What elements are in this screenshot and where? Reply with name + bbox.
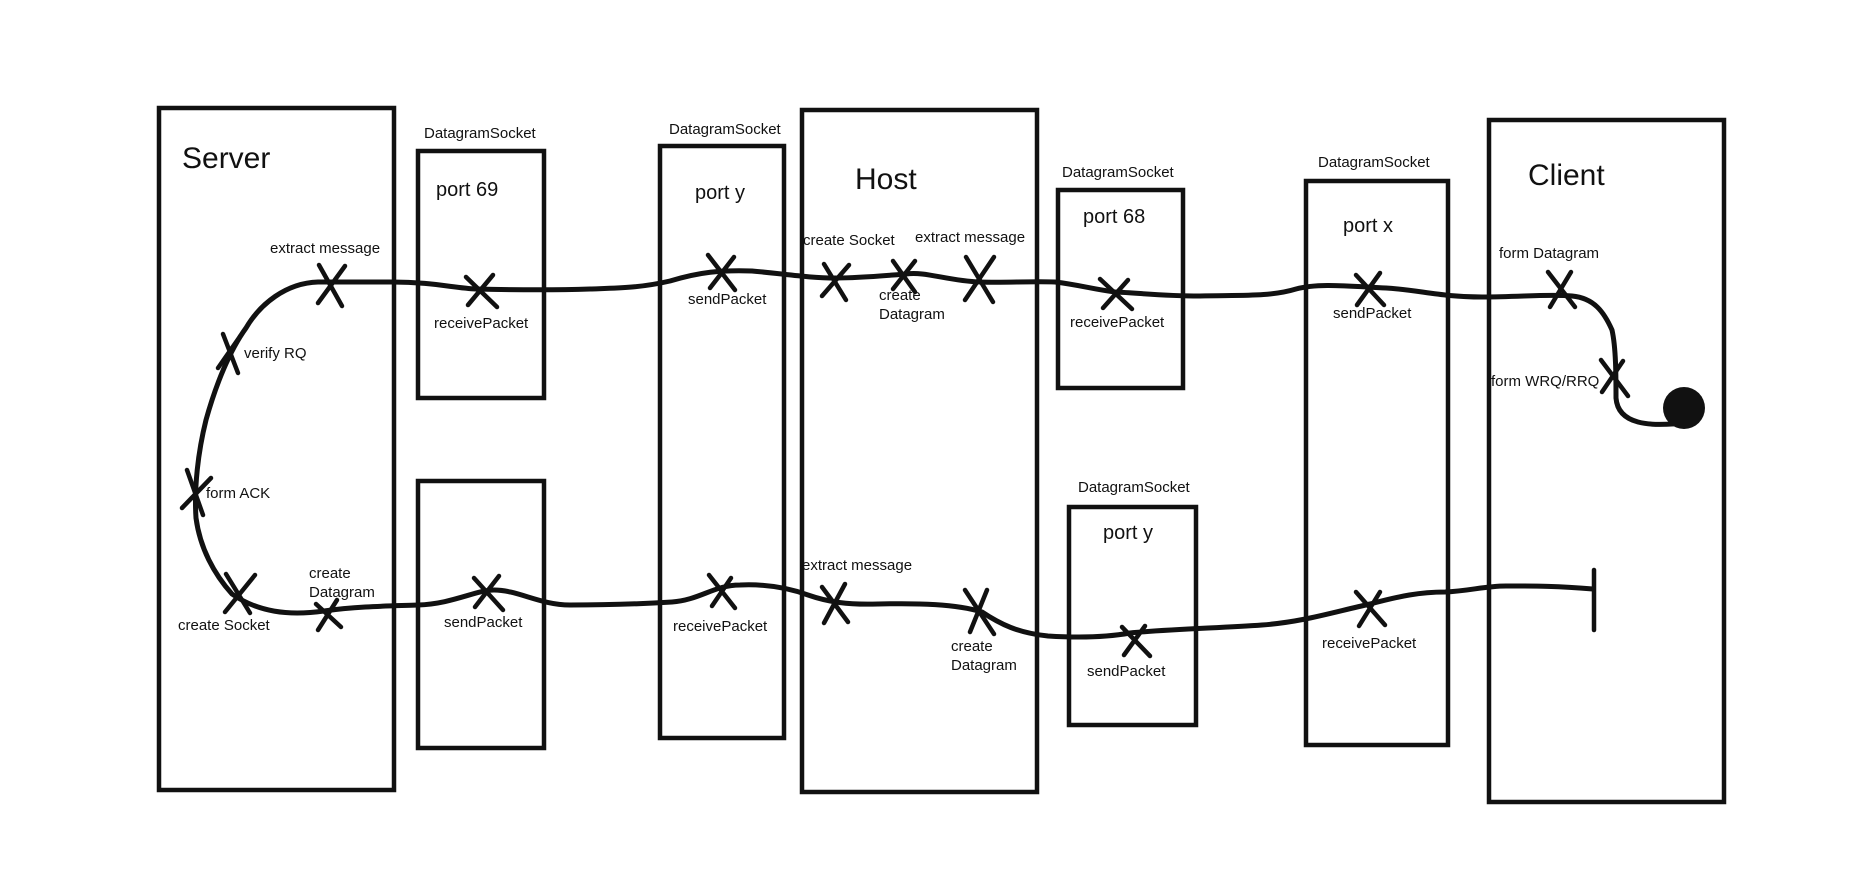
server-box <box>156 105 397 793</box>
label-send-packet-lower-left: sendPacket <box>444 614 523 631</box>
marker-send-packet-lower-port-y <box>1119 623 1153 659</box>
socket-port-69: port 69 <box>436 179 498 201</box>
socket-box-port-y-left <box>657 143 787 741</box>
label-create-socket-server: create Socket <box>178 617 271 634</box>
start-point <box>1663 387 1705 429</box>
marker-create-datagram-host <box>890 258 918 295</box>
label-create-datagram-host-bottom-1: create <box>951 638 993 655</box>
socket-port-x: port x <box>1343 215 1393 237</box>
marker-receive-packet-69 <box>463 272 500 310</box>
label-receive-packet-68: receivePacket <box>1070 314 1165 331</box>
socket-heading-port-x: DatagramSocket <box>1318 154 1431 171</box>
label-form-ack: form ACK <box>206 485 270 502</box>
marker-send-packet-port-y <box>705 252 738 293</box>
socket-heading-port-y-right: DatagramSocket <box>1078 479 1191 496</box>
marker-create-socket-host <box>819 261 852 303</box>
marker-receive-packet-port-y <box>706 572 738 611</box>
label-extract-message-server: extract message <box>270 240 380 257</box>
marker-create-datagram-host-bottom <box>962 587 997 637</box>
marker-receive-packet-68 <box>1097 276 1135 312</box>
marker-extract-message-host-bottom <box>819 581 851 626</box>
marker-form-wrq-rrq <box>1598 357 1631 399</box>
label-create-datagram-host-1: create <box>879 287 921 304</box>
socket-port-y-right: port y <box>1103 522 1153 544</box>
socket-port-68: port 68 <box>1083 206 1145 228</box>
socket-box-port-y-right <box>1066 504 1199 728</box>
socket-box-port-68 <box>1055 187 1186 391</box>
label-send-packet-port-y: sendPacket <box>688 291 767 308</box>
step-markers <box>179 252 1631 659</box>
host-title: Host <box>855 163 917 196</box>
client-title: Client <box>1528 159 1605 192</box>
socket-heading-port-y-left: DatagramSocket <box>669 121 782 138</box>
label-send-packet-port-x: sendPacket <box>1333 305 1412 322</box>
marker-create-datagram-server <box>313 597 344 633</box>
label-verify-rq: verify RQ <box>244 345 307 362</box>
marker-receive-packet-port-x <box>1353 589 1388 629</box>
client-box <box>1486 117 1727 805</box>
label-receive-packet-port-x: receivePacket <box>1322 635 1417 652</box>
socket-box-port-x <box>1303 178 1451 748</box>
label-create-datagram-host-2: Datagram <box>879 306 945 323</box>
marker-form-ack <box>179 467 214 518</box>
host-box <box>799 107 1040 795</box>
marker-extract-message-server <box>315 262 348 309</box>
label-send-packet-lower-port-y: sendPacket <box>1087 663 1166 680</box>
label-receive-packet-69: receivePacket <box>434 315 529 332</box>
socket-heading-port-68: DatagramSocket <box>1062 164 1175 181</box>
socket-heading-port-69: DatagramSocket <box>424 125 537 142</box>
label-create-datagram-host-bottom-2: Datagram <box>951 657 1017 674</box>
marker-send-packet-port-x <box>1353 270 1387 308</box>
socket-box-lower-left <box>415 478 547 751</box>
socket-port-y-left: port y <box>695 182 745 204</box>
marker-create-socket-server <box>222 571 258 616</box>
label-extract-message-host-top: extract message <box>915 229 1025 246</box>
label-receive-packet-port-y: receivePacket <box>673 618 768 635</box>
marker-extract-message-host-top <box>962 254 997 305</box>
label-extract-message-host-bottom: extract message <box>802 557 912 574</box>
label-create-datagram-server-1: create <box>309 565 351 582</box>
label-form-datagram-client: form Datagram <box>1499 245 1599 262</box>
server-title: Server <box>182 142 270 175</box>
marker-send-packet-lower-left <box>471 573 506 613</box>
socket-box-port-69 <box>415 148 547 401</box>
label-create-datagram-server-2: Datagram <box>309 584 375 601</box>
label-form-wrq-rrq: form WRQ/RRQ <box>1491 373 1599 390</box>
marker-form-datagram-client <box>1545 269 1578 310</box>
label-create-socket-host: create Socket <box>803 232 896 249</box>
marker-verify-rq <box>215 331 244 376</box>
